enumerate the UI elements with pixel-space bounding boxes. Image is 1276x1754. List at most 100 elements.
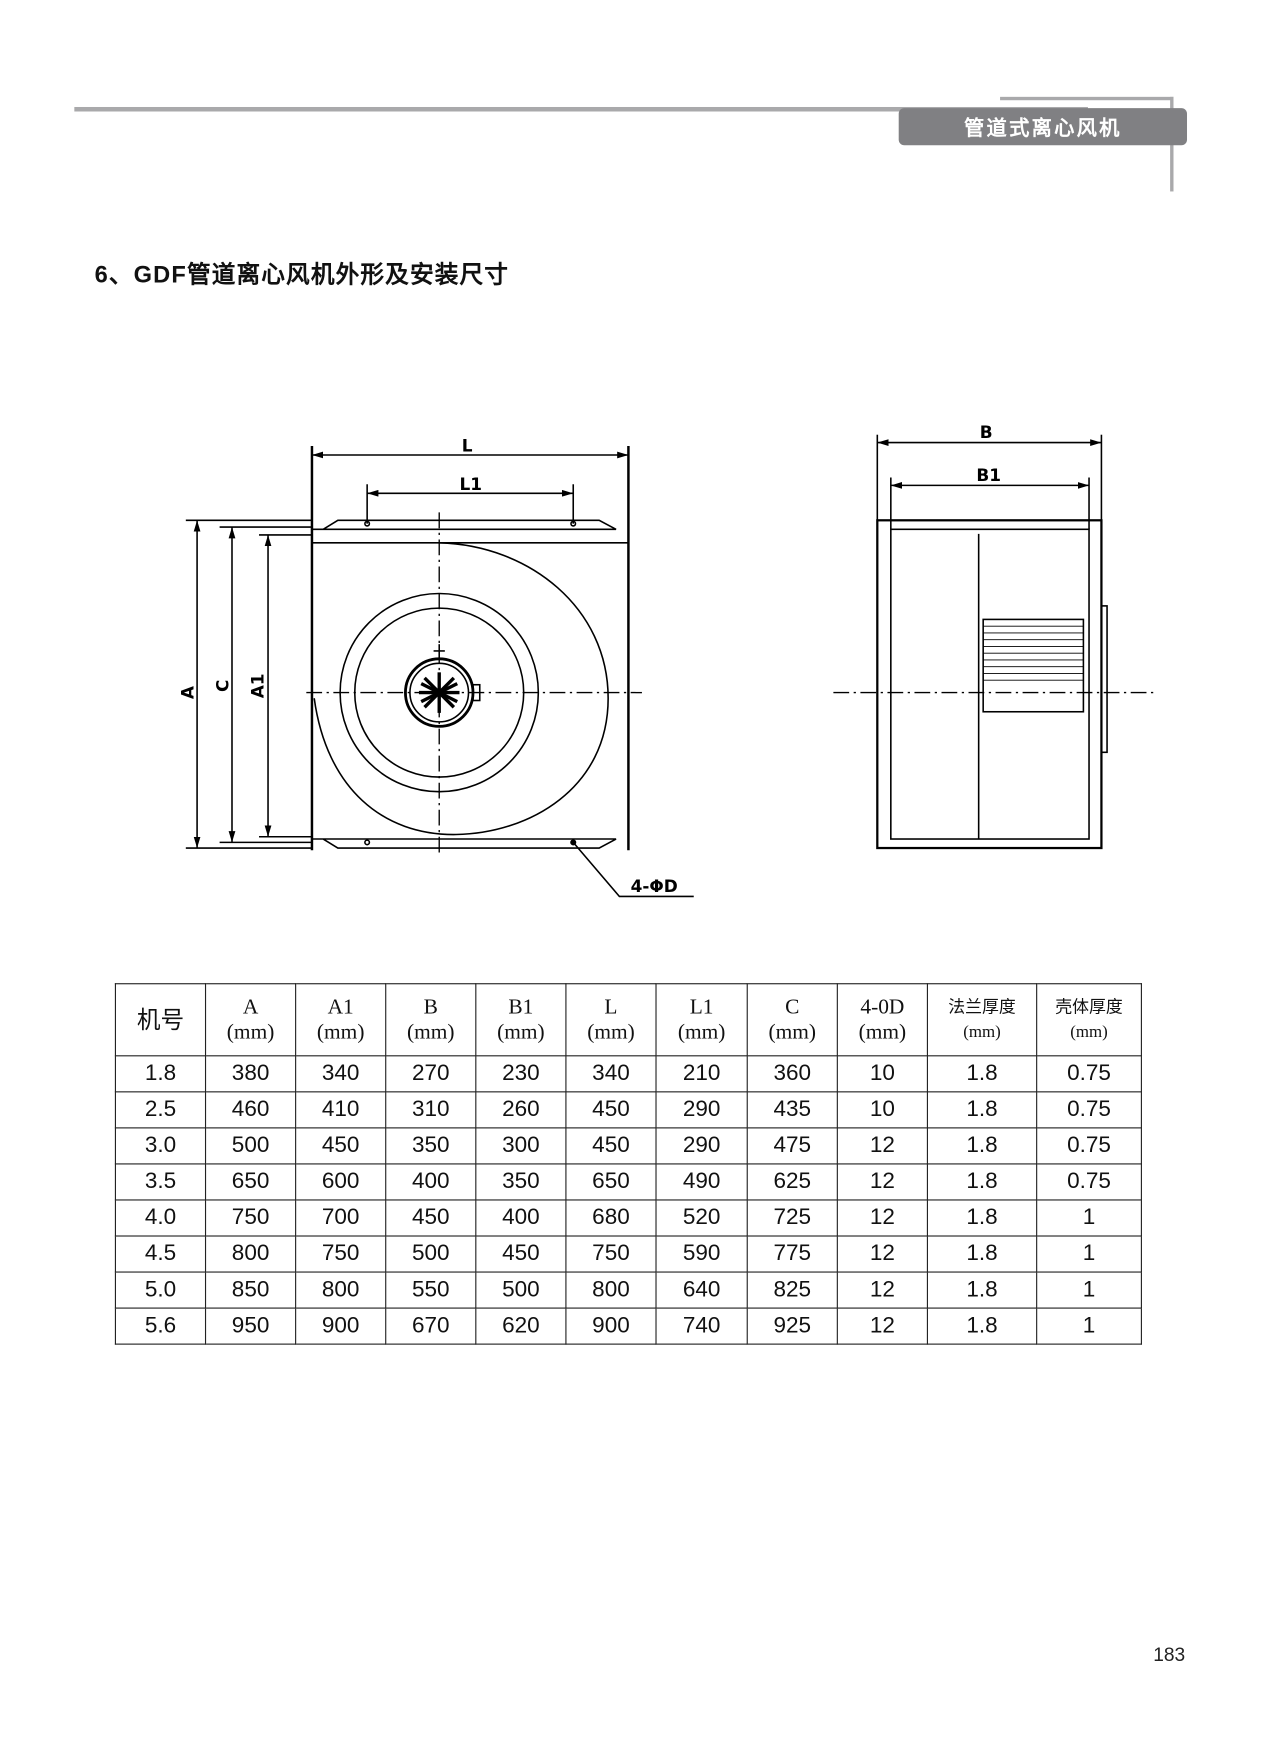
table-cell: 490 — [655, 1163, 748, 1201]
table-cell: 0.75 — [1036, 1163, 1142, 1201]
table-cell: 360 — [746, 1055, 838, 1093]
table-cell: 1.8 — [926, 1271, 1038, 1309]
column-header-unit: (mm) — [768, 1019, 817, 1044]
label-C: C — [213, 680, 233, 692]
table-cell: 10 — [836, 1055, 928, 1093]
column-header-name: C — [785, 994, 800, 1019]
table-cell: 800 — [204, 1235, 297, 1273]
column-header: 机号 — [114, 983, 207, 1057]
column-header-name: 4-0D — [860, 994, 905, 1019]
table-cell: 1 — [1036, 1199, 1142, 1237]
table-cell: 450 — [565, 1091, 657, 1129]
column-header: B1(mm) — [475, 983, 567, 1057]
column-header: A1(mm) — [295, 983, 387, 1057]
column-header-unit: (mm) — [497, 1019, 545, 1044]
table-cell: 4.5 — [114, 1235, 207, 1273]
side-view — [833, 434, 1156, 850]
table-cell: 340 — [565, 1055, 657, 1093]
table-cell: 450 — [565, 1127, 657, 1165]
table-cell: 12 — [836, 1199, 928, 1237]
column-header-unit: (mm) — [858, 1019, 907, 1044]
table-cell: 740 — [655, 1307, 748, 1345]
column-header: L1(mm) — [655, 983, 748, 1057]
table-cell: 680 — [565, 1199, 657, 1237]
table-cell: 900 — [565, 1307, 657, 1345]
column-header-unit: (mm) — [406, 1019, 455, 1044]
table-cell: 475 — [746, 1127, 838, 1165]
table-cell: 650 — [204, 1163, 297, 1201]
table-cell: 1 — [1036, 1307, 1142, 1345]
table-cell: 825 — [746, 1271, 838, 1309]
table-cell: 620 — [475, 1307, 567, 1345]
table-cell: 500 — [475, 1271, 567, 1309]
table-cell: 700 — [295, 1199, 387, 1237]
table-cell: 310 — [385, 1091, 477, 1129]
column-header-name: 机号 — [136, 1006, 185, 1034]
table-cell: 800 — [295, 1271, 387, 1309]
table-cell: 1 — [1036, 1235, 1142, 1273]
page-number: 183 — [1153, 1644, 1186, 1666]
table-cell: 450 — [385, 1199, 477, 1237]
table-cell: 1 — [1036, 1271, 1142, 1309]
table-cell: 1.8 — [926, 1127, 1038, 1165]
table-cell: 400 — [475, 1199, 567, 1237]
table-cell: 435 — [746, 1091, 838, 1129]
table-cell: 1.8 — [926, 1307, 1038, 1345]
table-cell: 10 — [836, 1091, 928, 1129]
table-cell: 230 — [475, 1055, 567, 1093]
column-header-name: L1 — [689, 994, 714, 1019]
table-cell: 400 — [385, 1163, 477, 1201]
table-cell: 750 — [565, 1235, 657, 1273]
column-header: C(mm) — [746, 983, 838, 1057]
column-header-name: 法兰厚度 — [948, 998, 1016, 1017]
label-B1: B1 — [976, 465, 1001, 485]
header-rule — [74, 106, 1088, 112]
table-cell: 450 — [295, 1127, 387, 1165]
table-cell: 260 — [475, 1091, 567, 1129]
column-header-unit: (mm) — [226, 1019, 275, 1044]
column-header-unit: (mm) — [316, 1019, 365, 1044]
label-L1: L1 — [459, 474, 482, 494]
column-header: B(mm) — [385, 983, 477, 1057]
table-cell: 650 — [565, 1163, 657, 1201]
table-cell: 0.75 — [1036, 1127, 1142, 1165]
column-header-unit: (mm) — [1070, 1023, 1108, 1042]
label-holes: 4-ΦD — [631, 876, 678, 896]
table-cell: 1.8 — [926, 1091, 1038, 1129]
table-cell: 4.0 — [114, 1199, 207, 1237]
table-cell: 900 — [295, 1307, 387, 1345]
table-cell: 925 — [746, 1307, 838, 1345]
table-cell: 3.5 — [114, 1163, 207, 1201]
column-header: 法兰厚度 (mm) — [926, 983, 1038, 1057]
column-header-unit: (mm) — [963, 1023, 1001, 1042]
column-header: L(mm) — [565, 983, 657, 1057]
fan-dimension-drawing: L L1 B B1 4-ΦD A C A1 — [178, 422, 1156, 898]
table-cell: 950 — [204, 1307, 297, 1345]
column-header-unit: (mm) — [677, 1019, 726, 1044]
table-cell: 460 — [204, 1091, 297, 1129]
table-cell: 600 — [295, 1163, 387, 1201]
column-header-name: A1 — [327, 994, 354, 1019]
table-cell: 290 — [655, 1091, 748, 1129]
table-cell: 12 — [836, 1127, 928, 1165]
front-view — [185, 445, 694, 898]
table-cell: 750 — [204, 1199, 297, 1237]
table-cell: 5.0 — [114, 1271, 207, 1309]
table-cell: 670 — [385, 1307, 477, 1345]
table-cell: 410 — [295, 1091, 387, 1129]
header-rule-short — [1000, 96, 1174, 101]
table-cell: 0.75 — [1036, 1055, 1142, 1093]
table-cell: 5.6 — [114, 1307, 207, 1345]
label-A: A — [178, 686, 198, 699]
table-cell: 520 — [655, 1199, 748, 1237]
table-cell: 1.8 — [114, 1055, 207, 1093]
column-header-name: B — [423, 994, 438, 1019]
table-cell: 350 — [475, 1163, 567, 1201]
